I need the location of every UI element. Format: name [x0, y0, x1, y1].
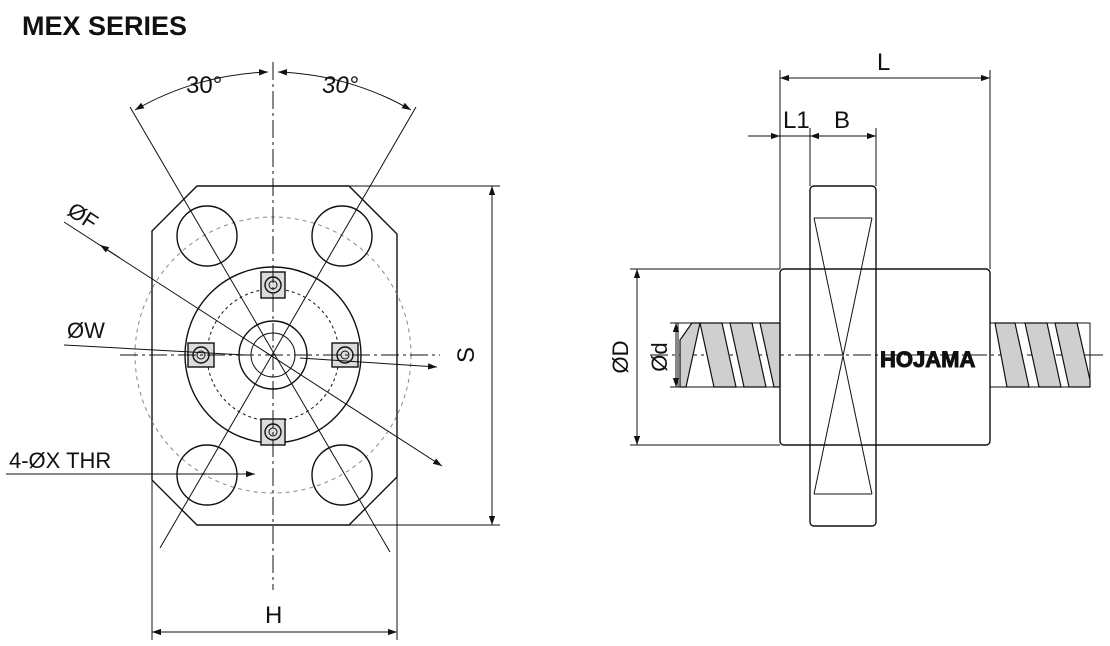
phi-w-leader-end [299, 357, 438, 370]
l-label: L [877, 49, 890, 76]
d-screw-label: Ød [647, 342, 672, 371]
angle-line [129, 106, 391, 553]
flange-side [809, 185, 877, 527]
mounting-hole [311, 444, 373, 506]
brand-label: HOJAMA [880, 347, 975, 372]
mounting-hole [176, 205, 238, 267]
angle-left-label: 30° [186, 72, 222, 99]
angle-right-label: 30° [322, 72, 359, 99]
side-view: HOJAMA L L1 B ØD Ød [608, 49, 1105, 527]
mounting-hole [311, 205, 373, 267]
phi-f-leader-start [99, 244, 121, 259]
screw-thread-right [989, 322, 1091, 388]
phi-w-leader [63, 344, 246, 356]
mounting-hole [176, 444, 238, 506]
s-label: S [453, 347, 480, 363]
screw-thread-left [677, 322, 781, 388]
phi-f-leader [63, 221, 443, 467]
h-label: H [265, 602, 282, 629]
flange-flat-mark [813, 217, 873, 495]
phi-f-label: ØF [63, 197, 102, 235]
drawing-title: MEX SERIES [22, 11, 187, 41]
angle-line [159, 106, 417, 549]
phi-w-label: ØW [67, 318, 105, 343]
angle-arc-left [134, 69, 269, 111]
angle-arc-right [277, 69, 412, 111]
holes-label: 4-ØX THR [9, 448, 111, 473]
l1-label: L1 [783, 107, 810, 134]
front-view: 30° 30° ØF ØW 4-ØX THR H S [6, 62, 500, 640]
b-label: B [834, 107, 850, 134]
d-outer-label: ØD [608, 341, 633, 374]
nut-body-side [779, 268, 991, 446]
